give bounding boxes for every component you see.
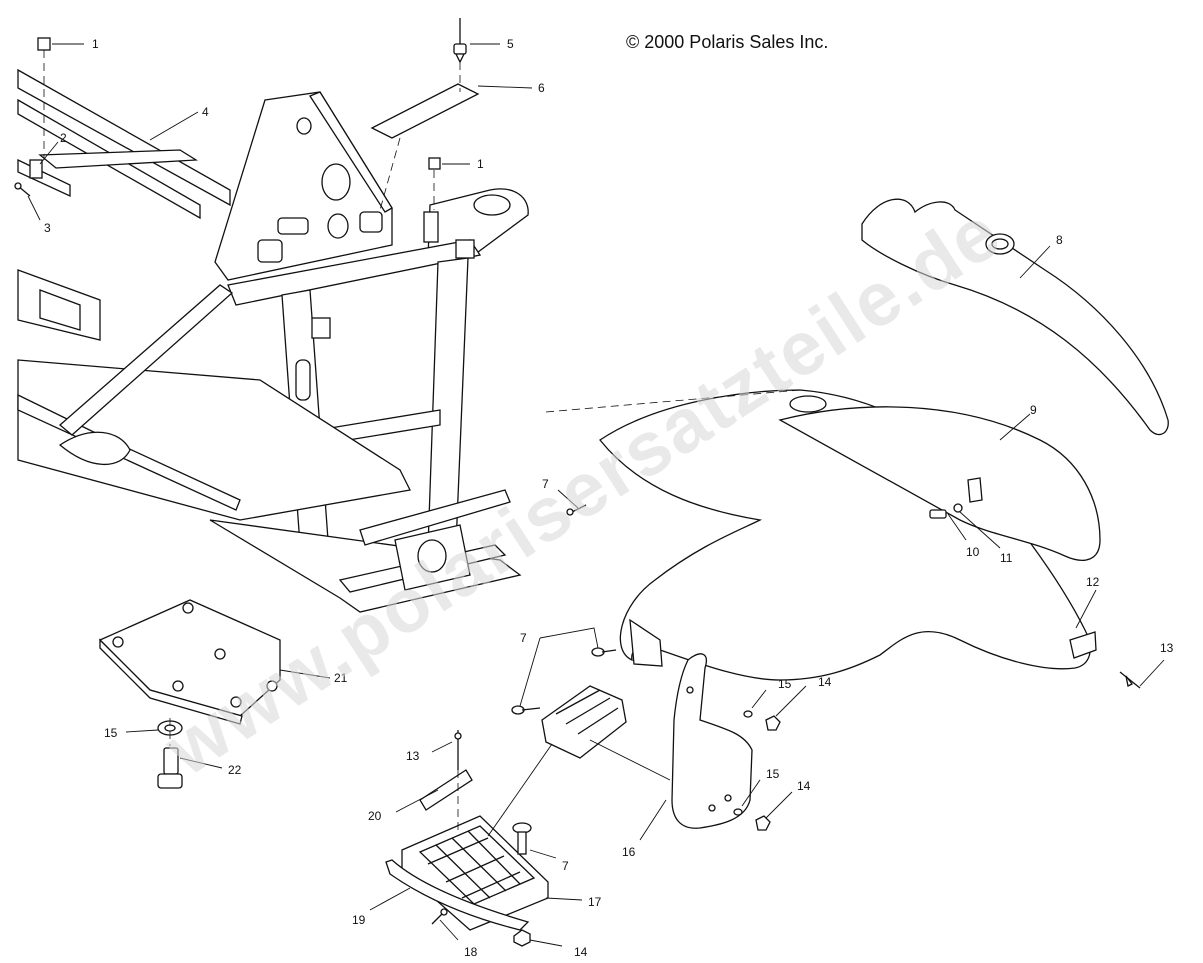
washer-15-fender xyxy=(733,710,753,816)
callout-20: 20 xyxy=(368,809,382,823)
callout-1b: 1 xyxy=(477,157,484,171)
callout-11: 11 xyxy=(1000,551,1013,565)
front-rack xyxy=(861,198,1169,436)
bolt-10 xyxy=(929,509,947,519)
callout-15b: 15 xyxy=(766,767,780,781)
callout-22: 22 xyxy=(228,763,242,777)
callout-10: 10 xyxy=(966,545,980,559)
callout-18: 18 xyxy=(464,945,478,959)
bolt-22 xyxy=(157,747,183,789)
speed-nut-1 xyxy=(37,37,441,170)
callout-14a: 14 xyxy=(818,675,832,689)
bolt-3 xyxy=(14,182,31,197)
callout-19: 19 xyxy=(352,913,366,927)
frame-assembly xyxy=(17,68,529,613)
callout-12: 12 xyxy=(1086,575,1100,589)
screw-7-fender-front xyxy=(511,647,617,715)
callout-3: 3 xyxy=(44,221,51,235)
front-fender xyxy=(599,389,1101,681)
mud-flap xyxy=(629,618,753,829)
callout-15c: 15 xyxy=(104,726,118,740)
footrest-step-block xyxy=(541,685,627,759)
callout-8: 8 xyxy=(1056,233,1063,247)
clip-20 xyxy=(419,769,473,811)
washer-11 xyxy=(953,503,963,513)
callout-7b: 7 xyxy=(520,631,527,645)
callout-17: 17 xyxy=(588,895,602,909)
screw-18 xyxy=(431,908,448,925)
callout-6: 6 xyxy=(538,81,545,95)
screw-13-footrest xyxy=(454,730,462,770)
callout-labels: 1 1 2 3 4 5 6 7 7 7 8 9 10 11 12 13 13 1… xyxy=(44,37,1174,959)
frame-cover-plate xyxy=(370,83,480,139)
footrest-guard xyxy=(385,859,530,931)
callout-7a: 7 xyxy=(542,477,549,491)
callout-21: 21 xyxy=(334,671,348,685)
leader-lines xyxy=(27,43,1165,947)
callout-14b: 14 xyxy=(797,779,811,793)
callout-14c: 14 xyxy=(574,945,588,959)
callout-13b: 13 xyxy=(406,749,420,763)
callout-13a: 13 xyxy=(1160,641,1174,655)
skid-plate xyxy=(98,599,281,725)
callout-15a: 15 xyxy=(778,677,792,691)
callout-2: 2 xyxy=(60,131,67,145)
nut-14 xyxy=(513,715,781,947)
callout-7c: 7 xyxy=(562,859,569,873)
screw-7-fender-top xyxy=(566,504,587,516)
screw-5 xyxy=(453,18,467,64)
callout-9: 9 xyxy=(1030,403,1037,417)
screw-7-footrest xyxy=(512,822,532,855)
callout-4: 4 xyxy=(202,105,209,119)
alignment-lines xyxy=(43,50,801,830)
callout-5: 5 xyxy=(507,37,514,51)
callout-1a: 1 xyxy=(92,37,99,51)
callout-16: 16 xyxy=(622,845,636,859)
screw-13-fender xyxy=(1119,671,1141,689)
copyright-notice: © 2000 Polaris Sales Inc. xyxy=(626,32,829,52)
